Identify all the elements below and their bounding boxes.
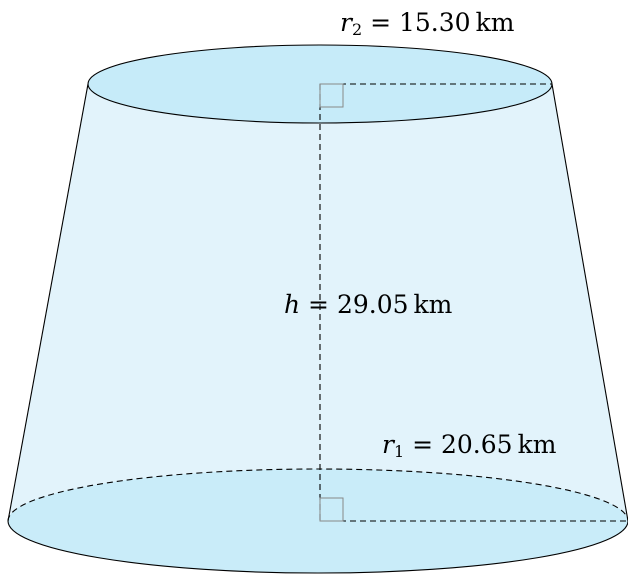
height-label: h = 29.05 km — [284, 290, 453, 319]
bottom-right-angle-marker — [319, 497, 344, 522]
left-slant-edge — [7, 83, 89, 522]
top-right-angle-marker — [319, 83, 344, 108]
bottom-ellipse-front — [7, 520, 628, 574]
top-radius-label: r2 = 15.30 km — [340, 8, 515, 39]
bottom-face — [8, 469, 628, 573]
right-slant-edge — [551, 83, 628, 522]
bottom-radius-label: r1 = 20.65 km — [382, 430, 557, 461]
bottom-ellipse-back — [7, 468, 628, 522]
frustum-body — [8, 84, 628, 573]
